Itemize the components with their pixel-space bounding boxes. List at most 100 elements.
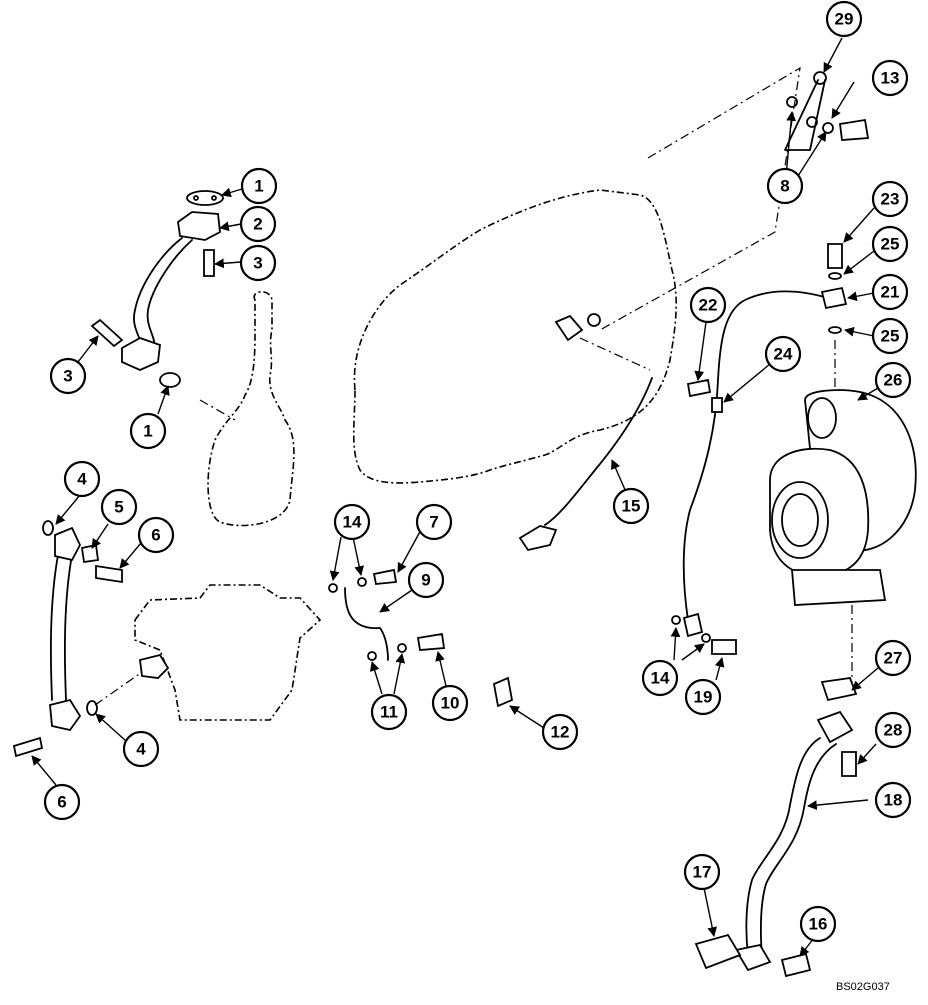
svg-text:14: 14	[343, 513, 362, 532]
svg-text:23: 23	[881, 190, 900, 209]
bolt	[203, 249, 215, 277]
bracket	[492, 676, 514, 708]
gasket	[694, 933, 742, 970]
turbine-flange	[791, 569, 887, 606]
svg-text:8: 8	[780, 177, 789, 196]
svg-text:29: 29	[835, 10, 854, 29]
callout-9: 9	[407, 561, 445, 599]
washer	[328, 583, 338, 593]
sensor-fitting	[518, 525, 558, 552]
bolt	[416, 632, 446, 651]
small-oil-tube	[344, 587, 389, 661]
bolt	[95, 564, 123, 584]
oil-drain-hose	[759, 743, 837, 959]
svg-text:25: 25	[881, 327, 900, 346]
callout-5: 5	[100, 488, 138, 526]
callout-23: 24	[764, 335, 802, 373]
drain-flange	[816, 710, 854, 744]
svg-text:17: 17	[693, 863, 712, 882]
gasket	[820, 677, 858, 702]
svg-text:3: 3	[63, 367, 72, 386]
callout-15: 15	[612, 487, 650, 525]
turbocharger-inlet	[807, 397, 837, 439]
bolt	[686, 378, 712, 398]
callout-12: 12	[541, 713, 579, 751]
svg-text:6: 6	[57, 793, 66, 812]
gasket-upper	[186, 190, 224, 206]
bolt	[711, 639, 737, 655]
svg-text:1: 1	[143, 422, 152, 441]
bolt	[90, 318, 124, 348]
sensor-tube	[544, 377, 653, 526]
bolt	[838, 118, 870, 141]
callout-18: 18	[874, 781, 912, 819]
svg-text:16: 16	[809, 915, 828, 934]
washer	[357, 577, 367, 587]
clip	[711, 397, 723, 413]
svg-text:10: 10	[441, 694, 460, 713]
callout-25-top: 25	[871, 225, 909, 263]
svg-text:5: 5	[114, 498, 123, 517]
engine-fitting	[554, 314, 584, 342]
reference-line	[199, 399, 236, 421]
callout-21: 21	[871, 273, 909, 311]
svg-text:28: 28	[884, 721, 903, 740]
tube-upper-end	[54, 526, 82, 562]
engine-block-outline	[352, 189, 677, 484]
callout-1-bottom: 1	[129, 412, 167, 450]
callout-3-left: 3	[49, 357, 87, 395]
svg-text:25: 25	[881, 235, 900, 254]
oil-tube-flange	[177, 211, 221, 241]
o-ring	[86, 700, 98, 716]
callout-17: 17	[683, 853, 721, 891]
oil-pan-outline	[134, 584, 322, 721]
callout-29: 29	[825, 0, 863, 38]
callout-25-bottom: 25	[871, 317, 909, 355]
svg-text:18: 18	[884, 791, 903, 810]
washer	[367, 651, 377, 661]
turbine-outlet	[771, 481, 829, 559]
svg-text:22: 22	[699, 296, 718, 315]
svg-text:12: 12	[551, 723, 570, 742]
svg-text:11: 11	[380, 703, 398, 722]
gasket-lower	[159, 372, 181, 388]
support-bracket	[784, 79, 826, 151]
callout-13: 13	[871, 59, 909, 97]
svg-text:6: 6	[151, 526, 160, 545]
gasket-hole	[193, 195, 199, 201]
callout-8: 8	[766, 167, 804, 205]
bolt	[827, 243, 843, 269]
callout-19: 19	[684, 678, 722, 716]
bolt	[12, 736, 44, 758]
callout-22: 22	[689, 286, 727, 324]
svg-text:14: 14	[651, 669, 670, 688]
oil-supply-tube	[146, 239, 193, 353]
callout-14-right: 14	[641, 659, 679, 697]
callout-11: 11	[370, 693, 408, 731]
callout-10: 10	[431, 684, 469, 722]
callout-1-top: 1	[240, 167, 278, 205]
adapter	[80, 543, 100, 564]
callout-4-top: 4	[63, 460, 101, 498]
drawing-code: BS02G037	[836, 981, 890, 993]
washer	[828, 272, 842, 280]
callout-27: 27	[874, 639, 912, 677]
svg-text:2: 2	[253, 215, 262, 234]
svg-text:9: 9	[421, 571, 430, 590]
svg-text:21: 21	[881, 283, 900, 302]
tube-lower-end	[49, 698, 82, 732]
turbo-feed-line	[682, 290, 829, 621]
oil-return-tube	[63, 554, 73, 701]
svg-text:4: 4	[77, 470, 87, 489]
turbine-outlet-inner	[781, 493, 819, 547]
washer	[786, 96, 798, 108]
washer	[822, 122, 834, 134]
banjo-fitting	[820, 286, 848, 310]
callout-4-bottom: 4	[122, 730, 160, 768]
svg-text:15: 15	[622, 497, 641, 516]
svg-text:1: 1	[254, 177, 263, 196]
gasket-hole	[211, 195, 217, 201]
bolt	[841, 751, 857, 777]
bracket-eye	[813, 71, 827, 85]
washer	[671, 615, 681, 625]
